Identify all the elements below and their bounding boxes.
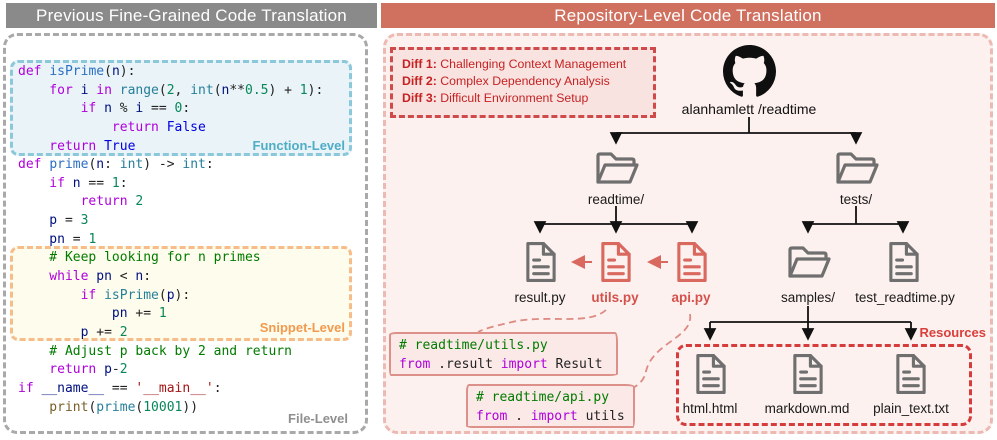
code-line: if n == 1:	[49, 175, 128, 191]
snippet-level-box	[10, 246, 352, 341]
code-line: print(prime(10001))	[49, 399, 199, 415]
file-label-markdown: markdown.md	[764, 401, 850, 416]
folder-icon	[784, 242, 832, 282]
code-line: if __name__ == '__main__':	[18, 380, 222, 396]
diff-item: Diff 2: Complex Dependency Analysis	[402, 74, 610, 88]
file-label-plain-text: plain_text.txt	[873, 401, 949, 416]
right-panel-header: Repository-Level Code Translation	[381, 3, 995, 28]
python-code-block: def isPrime(n): for i in range(2, int(n**…	[18, 63, 323, 417]
github-icon	[723, 45, 776, 97]
code-line: p = 3	[49, 213, 89, 229]
function-level-label: Function-Level	[252, 138, 345, 153]
code-line: # Adjust p back by 2 and return	[49, 343, 292, 359]
code-line: from . import utils	[476, 408, 625, 424]
file-icon	[523, 240, 558, 284]
code-line: # readtime/api.py	[476, 390, 610, 405]
file-label-utils: utils.py	[591, 290, 639, 305]
diff-item: Diff 3: Difficult Environment Setup	[402, 91, 589, 105]
code-line: if isPrime(p):	[80, 287, 191, 303]
folder-label-readtime: readtime/	[587, 192, 645, 207]
repo-name: alanhamlett /readtime	[681, 101, 817, 117]
code-line: while pn < n:	[49, 269, 152, 285]
code-line: pn += 1	[111, 306, 167, 322]
snippet-level-label: Snippet-Level	[259, 320, 345, 335]
code-line: pn = 1	[49, 231, 97, 247]
file-icon	[598, 240, 633, 284]
code-line: return 2	[80, 194, 144, 210]
file-label-html: html.html	[682, 401, 738, 416]
folder-label-samples: samples/	[780, 290, 836, 305]
code-line: return p-2	[49, 362, 128, 378]
api-import-callout: # readtime/api.py from . import utils	[466, 384, 635, 428]
file-icon	[886, 240, 921, 284]
folder-icon	[832, 148, 880, 188]
code-line: if n % i == 0:	[80, 101, 191, 117]
folder-icon	[592, 148, 640, 188]
resources-label: Resources	[919, 325, 986, 340]
code-line: for i in range(2, int(n**0.5) + 1):	[49, 82, 324, 98]
code-line: return False	[111, 119, 206, 135]
differences-callout-box: Diff 1: Challenging Context Management D…	[390, 47, 656, 118]
diff-item: Diff 1: Challenging Context Management	[402, 57, 627, 71]
code-line: def prime(n: int) -> int:	[18, 157, 214, 173]
utils-import-callout: # readtime/utils.py from .result import R…	[389, 332, 618, 376]
file-label-api: api.py	[671, 290, 711, 305]
function-level-box	[10, 60, 352, 156]
code-line: # Keep looking for n primes	[49, 250, 261, 266]
file-label-result: result.py	[514, 290, 566, 305]
code-line: from .result import Result	[399, 356, 603, 372]
file-icon	[674, 240, 709, 284]
code-line: # readtime/utils.py	[399, 338, 548, 353]
code-line: def isPrime(n):	[18, 64, 136, 79]
file-level-label: File-Level	[288, 411, 348, 426]
folder-label-tests: tests/	[839, 192, 873, 207]
left-panel-header: Previous Fine-Grained Code Translation	[6, 3, 377, 28]
file-label-test-readtime: test_readtime.py	[855, 290, 955, 305]
code-line: return True	[49, 138, 136, 154]
resources-box	[676, 344, 972, 426]
code-line: p += 2	[80, 324, 128, 340]
